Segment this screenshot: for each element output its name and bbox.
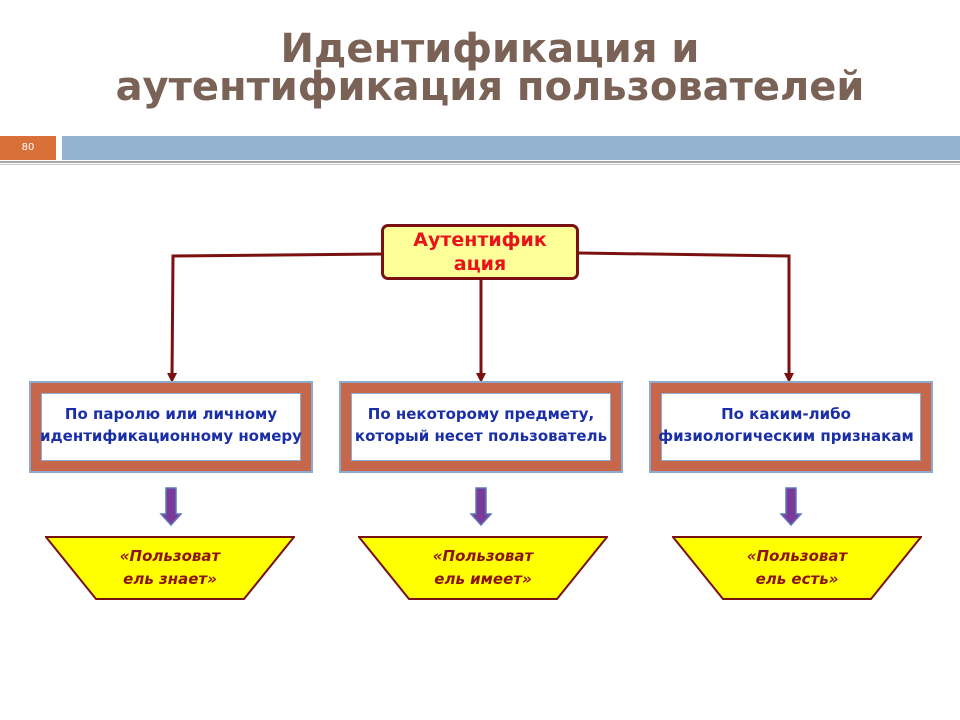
result-is: «Пользоват ель есть» <box>672 536 922 600</box>
result-has: «Пользоват ель имеет» <box>358 536 608 600</box>
result-label-line-1: «Пользоват <box>432 547 534 565</box>
root-label-line-1: Аутентифик <box>413 229 547 251</box>
method-box-object <box>339 381 623 473</box>
result-label-line-2: ель знает» <box>123 570 217 588</box>
method-box-inner <box>351 393 611 461</box>
header-bar <box>62 136 960 160</box>
result-shape <box>358 536 608 600</box>
root-label-line-2: ация <box>453 253 507 275</box>
method-text-object: По некоторому предмету, который несет по… <box>311 403 651 447</box>
result-label-line-2: ель имеет» <box>434 570 532 588</box>
method-text-line-2: который несет пользователь <box>354 427 608 445</box>
method-text-line-1: По каким-либо <box>721 405 851 423</box>
slide-title-line-1: Идентификация и <box>280 26 700 72</box>
result-shape <box>45 536 295 600</box>
result-label: «Пользоват ель знает» <box>45 545 295 591</box>
header-rule-thin <box>0 164 960 165</box>
slide-title: Идентификация и аутентификация пользоват… <box>0 26 960 110</box>
result-label: «Пользоват ель есть» <box>672 545 922 591</box>
down-arrow-2 <box>469 487 493 527</box>
connector-right <box>578 251 794 383</box>
method-text-line-2: идентификационному номеру <box>40 427 302 445</box>
result-knows: «Пользоват ель знает» <box>45 536 295 600</box>
method-box-inner <box>661 393 921 461</box>
connector-left <box>167 252 382 383</box>
method-box-biometric <box>649 381 933 473</box>
method-text-line-1: По паролю или личному <box>64 405 278 423</box>
down-arrow-1 <box>159 487 183 527</box>
down-arrow-3 <box>779 487 803 527</box>
method-text-line-1: По некоторому предмету, <box>367 405 595 423</box>
result-label-line-1: «Пользоват <box>746 547 848 565</box>
result-label-line-2: ель есть» <box>755 570 839 588</box>
result-label: «Пользоват ель имеет» <box>358 545 608 591</box>
method-text-line-2: физиологическим признакам <box>658 427 914 445</box>
header-rule <box>0 161 960 163</box>
method-text-password: По паролю или личному идентификационному… <box>1 403 341 447</box>
method-text-biometric: По каким-либо физиологическим признакам <box>616 403 956 447</box>
result-shape <box>672 536 922 600</box>
method-box-password <box>29 381 313 473</box>
slide-title-line-2: аутентификация пользователей <box>115 64 865 110</box>
authentication-root-box: Аутентифик ация <box>381 224 579 280</box>
method-box-inner <box>41 393 301 461</box>
slide-number-badge: 80 <box>0 136 56 160</box>
result-label-line-1: «Пользоват <box>119 547 221 565</box>
